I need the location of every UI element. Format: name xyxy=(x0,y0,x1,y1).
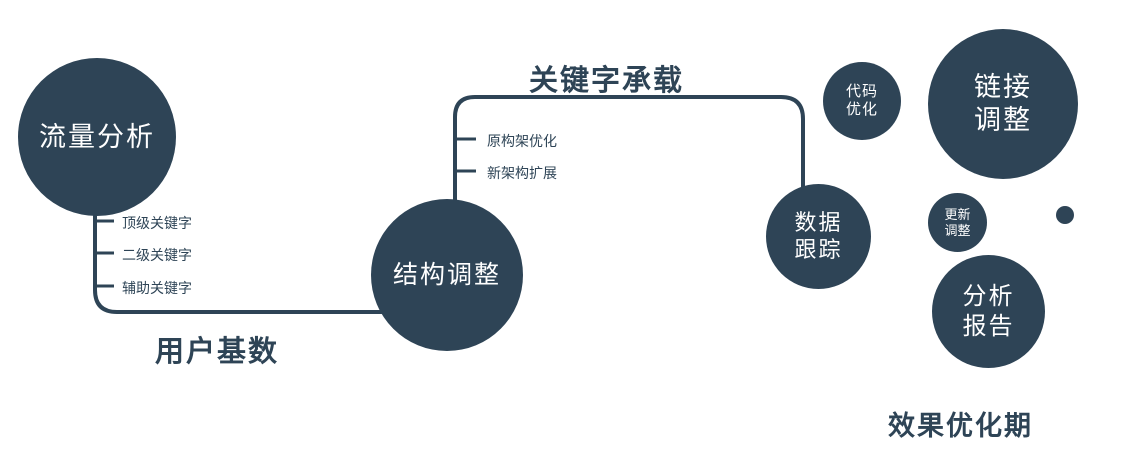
node-structure-adjust-label: 结构调整 xyxy=(392,260,501,289)
branch-label-arch-optimize: 原构架优化 xyxy=(487,133,557,149)
node-link-adjust: 链接 调整 xyxy=(928,29,1078,179)
node-data-tracking-line2: 跟踪 xyxy=(794,236,843,262)
node-structure-adjust: 结构调整 xyxy=(371,199,523,351)
node-update-adjust: 更新 调整 xyxy=(928,193,987,252)
phase-label-effect-optimization: 效果优化期 xyxy=(888,411,1033,441)
node-code-optimize-line2: 优化 xyxy=(845,101,878,118)
decorative-dot xyxy=(1056,206,1074,224)
branch-label-aux-keyword: 辅助关键字 xyxy=(122,280,192,296)
branch-label-arch-expand: 新架构扩展 xyxy=(487,165,557,181)
node-analysis-report-line1: 分析 xyxy=(962,283,1015,311)
node-traffic-analysis: 流量分析 xyxy=(18,58,176,216)
edge-label-keyword-carry: 关键字承载 xyxy=(529,65,685,97)
node-analysis-report: 分析 报告 xyxy=(932,255,1045,368)
node-code-optimize-line1: 代码 xyxy=(845,82,878,100)
node-update-adjust-line2: 调整 xyxy=(944,222,971,238)
branch-label-top-keyword: 顶级关键字 xyxy=(122,215,192,231)
edge-traffic-to-structure xyxy=(93,200,400,314)
node-code-optimize: 代码 优化 xyxy=(823,62,901,140)
node-data-tracking: 数据 跟踪 xyxy=(766,184,871,289)
node-link-adjust-line1: 链接 xyxy=(974,72,1032,103)
branch-label-second-keyword: 二级关键字 xyxy=(122,247,192,263)
node-data-tracking-line1: 数据 xyxy=(794,209,843,235)
edge-label-user-base: 用户基数 xyxy=(155,336,280,368)
node-analysis-report-line2: 报告 xyxy=(962,312,1015,340)
node-update-adjust-line1: 更新 xyxy=(944,206,971,222)
node-traffic-analysis-label: 流量分析 xyxy=(39,121,155,152)
edge-structure-to-tracking xyxy=(453,95,805,210)
node-link-adjust-line2: 调整 xyxy=(974,105,1032,135)
